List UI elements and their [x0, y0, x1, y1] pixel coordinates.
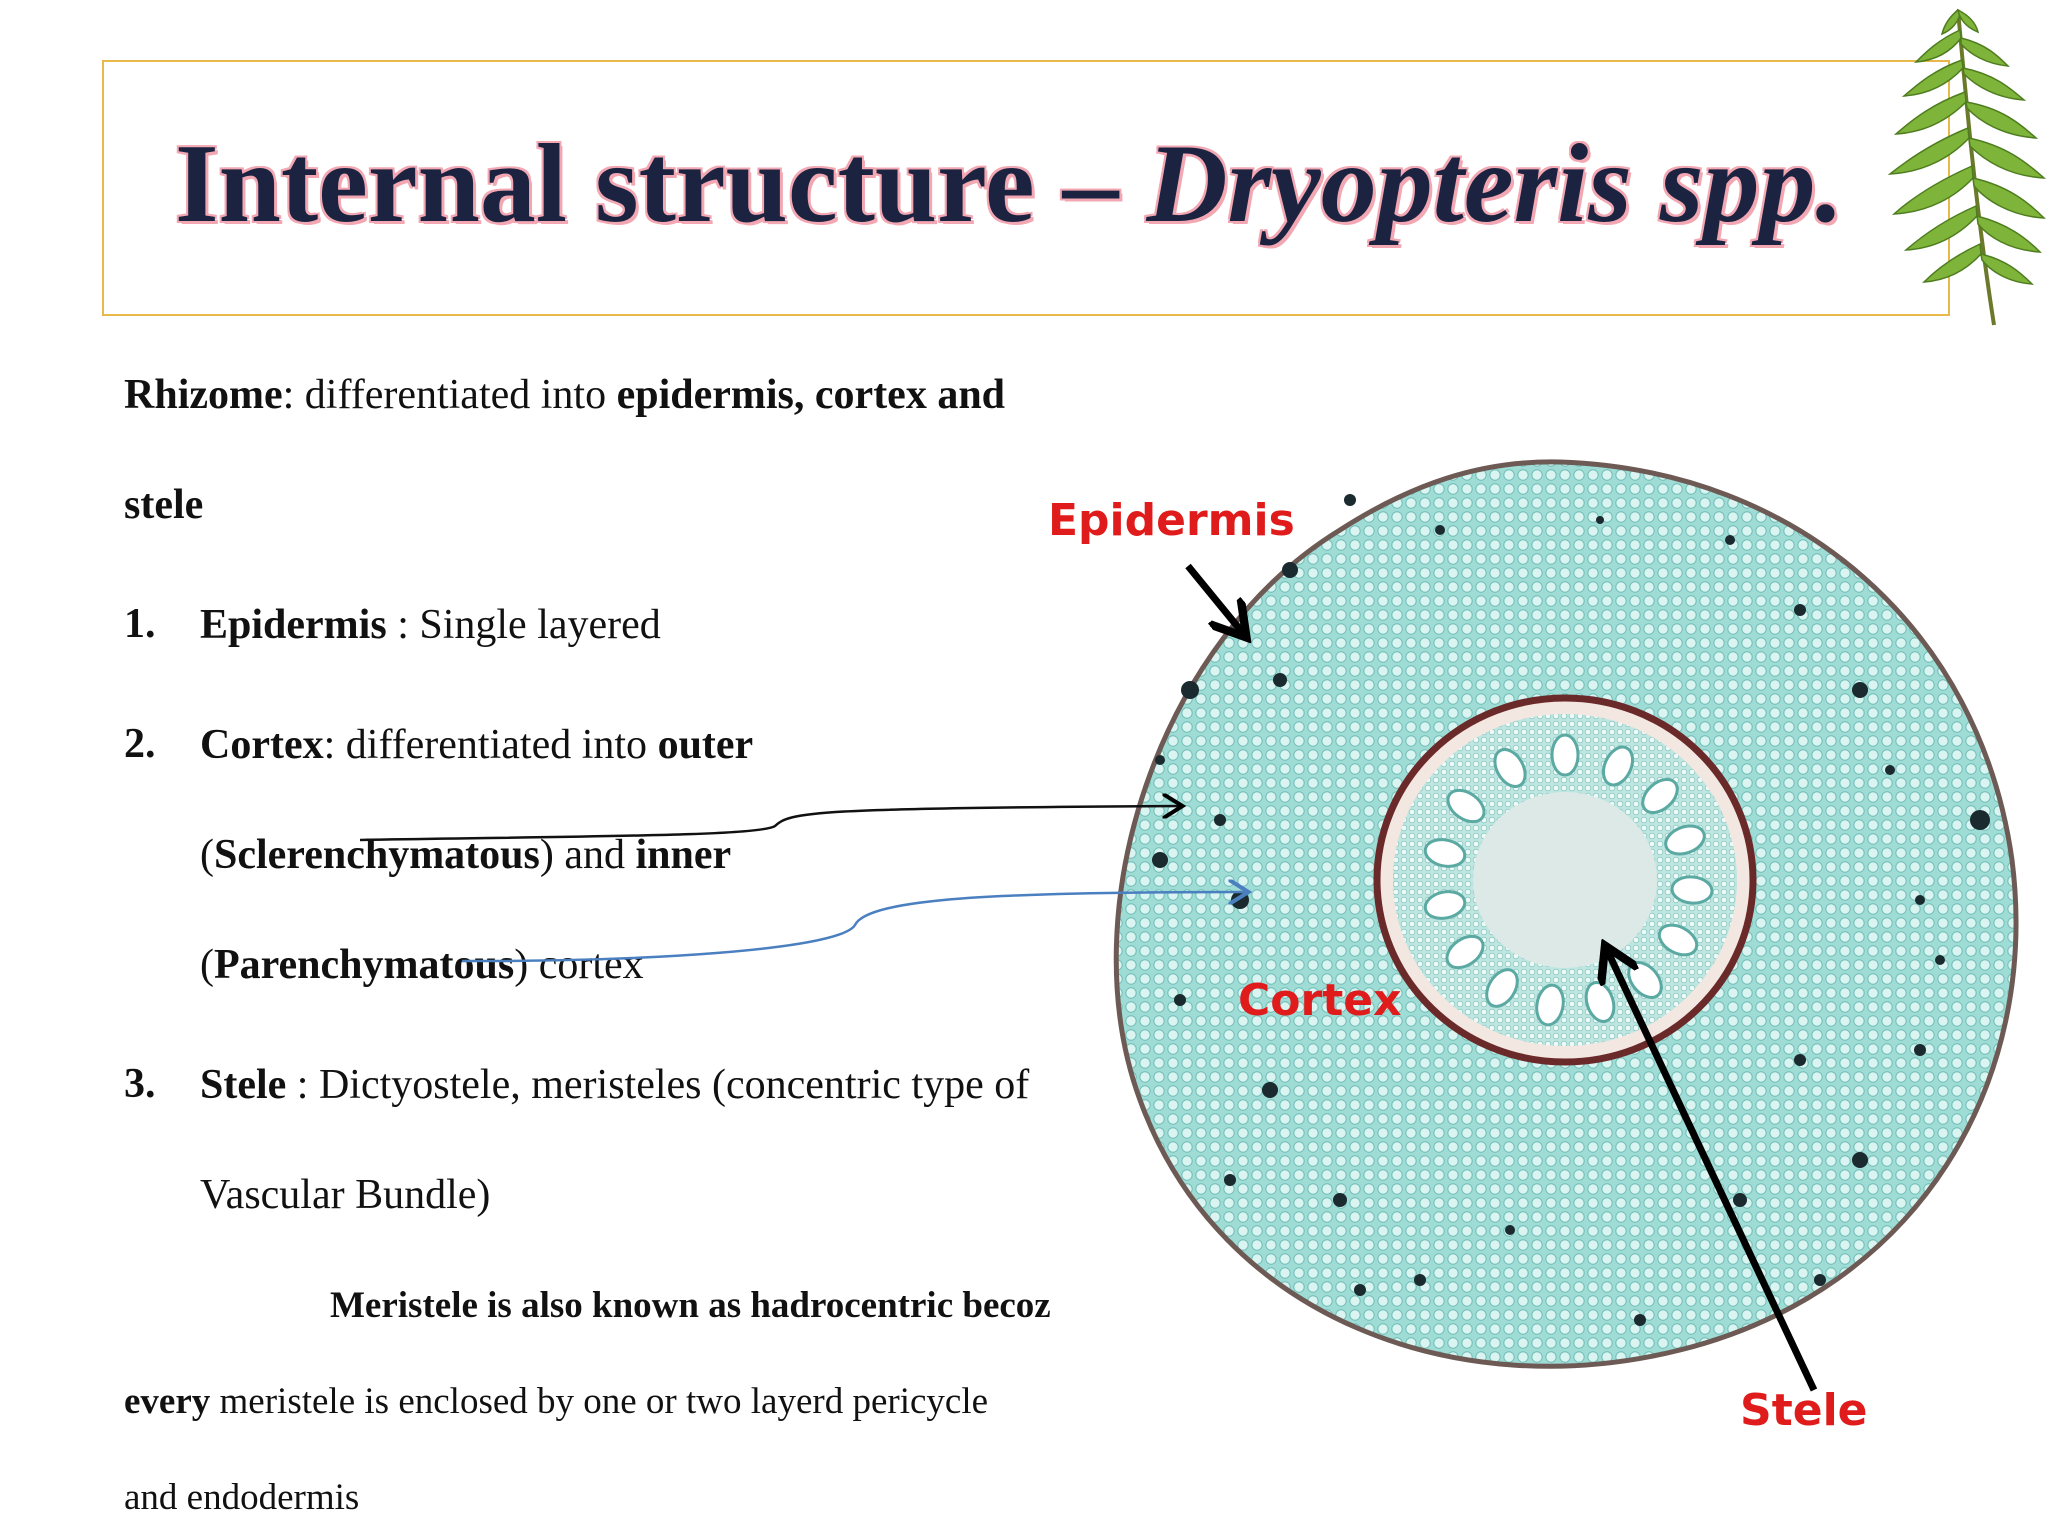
intro-tissues: epidermis, cortex and — [616, 372, 1006, 418]
cortex-text: ) cortex — [514, 942, 644, 988]
inner-term: inner — [635, 832, 732, 878]
item-2-cortex-line-3: (Parenchymatous) cortex — [200, 940, 644, 990]
item-3-desc: : Dictyostele, meristeles (concentric ty… — [286, 1062, 1030, 1108]
paren-open-2: ( — [200, 942, 214, 988]
item-1-number: 1. — [124, 601, 156, 647]
and-text: ) and — [539, 832, 636, 878]
intro-line-1: Rhizome: differentiated into epidermis, … — [124, 370, 1005, 420]
note-line-2: every meristele is enclosed by one or tw… — [124, 1380, 988, 1424]
item-2-cortex-line-1: Cortex: differentiated into outer — [200, 720, 753, 770]
item-1-epidermis: Epidermis : Single layered — [200, 600, 661, 650]
fern-leaf-icon — [1887, 8, 2047, 326]
item-2-cortex-line-2: (Sclerenchymatous) and inner — [200, 830, 731, 880]
note-every: every — [124, 1381, 211, 1422]
title-plain: Internal structure – — [175, 122, 1147, 246]
item-2-outer: outer — [657, 722, 754, 768]
paren-open: ( — [200, 832, 214, 878]
title-italic: Dryopteris spp. — [1146, 122, 1844, 246]
intro-rhizome: Rhizome — [124, 372, 283, 418]
intro-text: : differentiated into — [282, 372, 617, 418]
slide-title: Internal structure – Dryopteris spp. — [175, 128, 1843, 240]
intro-line-2: stele — [124, 482, 204, 528]
meristele-ring — [1423, 733, 1714, 1027]
item-1-term: Epidermis — [200, 602, 387, 648]
title-frame — [102, 60, 1950, 316]
note-line-3: and endodermis — [124, 1477, 360, 1518]
label-stele: Stele — [1740, 1385, 1868, 1436]
label-epidermis: Epidermis — [1048, 495, 1295, 546]
item-3-number: 3. — [124, 1061, 156, 1107]
item-2-term: Cortex — [200, 722, 324, 768]
item-3-term: Stele — [200, 1062, 287, 1108]
item-1-desc: : Single layered — [386, 602, 661, 648]
rhizome-cross-section — [1113, 459, 2019, 1369]
item-3-stele-line-2: Vascular Bundle) — [200, 1172, 491, 1218]
item-2-desc: : differentiated into — [323, 722, 658, 768]
note-line-1: Meristele is also known as hadrocentric … — [330, 1285, 1051, 1326]
label-cortex: Cortex — [1238, 975, 1402, 1026]
parenchymatous-term: Parenchymatous — [214, 942, 515, 988]
item-3-stele-line-1: Stele : Dictyostele, meristeles (concent… — [200, 1060, 1029, 1110]
sclerenchymatous-term: Sclerenchymatous — [214, 832, 540, 878]
item-2-number: 2. — [124, 721, 156, 767]
note-text: meristele is enclosed by one or two laye… — [210, 1381, 989, 1422]
